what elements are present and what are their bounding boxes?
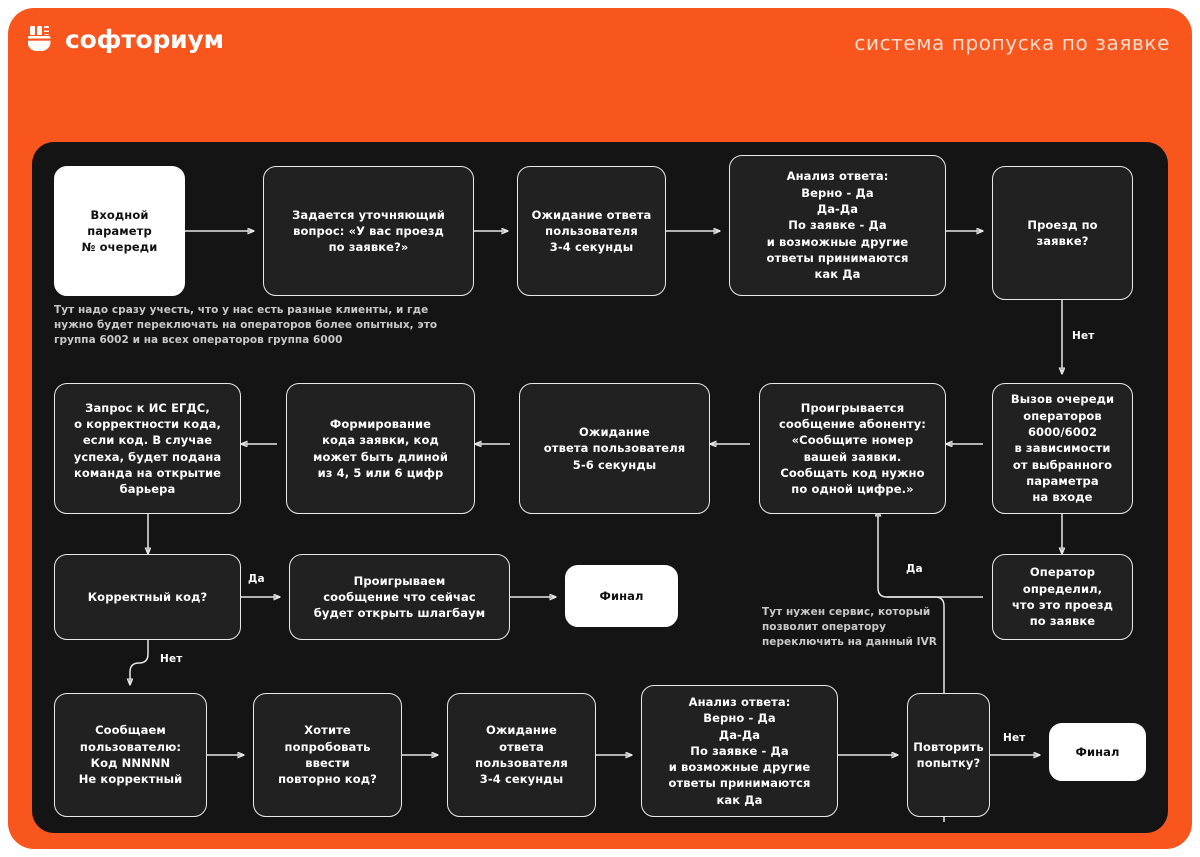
edge-label-yes-2: Да: [906, 563, 923, 575]
node-analyze-answer-1[interactable]: Анализ ответа: Верно - Да Да-Да По заявк…: [729, 155, 946, 296]
node-label: Задается уточняющий вопрос: «У вас проез…: [292, 207, 445, 255]
node-label: Проигрываем сообщение что сейчас будет о…: [313, 573, 486, 621]
flowchart-connectors: [32, 142, 1168, 822]
note-client-groups: Тут надо сразу учесть, что у нас есть ра…: [54, 304, 438, 346]
node-label: Финал: [599, 588, 644, 603]
node-play-barrier-message[interactable]: Проигрываем сообщение что сейчас будет о…: [289, 554, 510, 640]
note-operator-service: Тут нужен сервис, который позволит опера…: [762, 606, 937, 648]
flowchart-board: Входной параметр № очереди Задается уточ…: [32, 142, 1168, 833]
orange-sheet: софториум система пропуска по заявке: [8, 8, 1192, 849]
brand-name: софториум: [65, 25, 224, 54]
node-call-operator-queue[interactable]: Вызов очереди операторов 6000/6002 в зав…: [992, 383, 1133, 514]
node-inform-invalid-code[interactable]: Сообщаем пользователю: Код NNNNN Не корр…: [54, 693, 207, 817]
fist-icon: [27, 26, 54, 53]
node-play-message-request-number[interactable]: Проигрывается сообщение абоненту: «Сообщ…: [759, 383, 946, 514]
node-decision-retry-code[interactable]: Хотите попробовать ввести повторно код?: [253, 693, 402, 817]
edge-label-no-2: Нет: [160, 653, 183, 665]
page-title: система пропуска по заявке: [854, 31, 1170, 55]
node-final-success[interactable]: Финал: [565, 565, 678, 627]
node-label: Хотите попробовать ввести повторно код?: [278, 723, 377, 787]
node-ask-question[interactable]: Задается уточняющий вопрос: «У вас проез…: [263, 166, 474, 296]
node-analyze-answer-2[interactable]: Анализ ответа: Верно - Да Да-Да По заявк…: [641, 685, 838, 817]
edge-n14-n7: [878, 510, 983, 598]
brand-logo[interactable]: софториум: [27, 25, 224, 54]
node-label: Финал: [1075, 744, 1120, 759]
node-label: Повторить попытку?: [913, 739, 984, 770]
node-label: Анализ ответа: Верно - Да Да-Да По заявк…: [766, 169, 909, 282]
node-label: Ожидание ответа пользователя 3-4 секунды: [475, 723, 568, 787]
node-label: Сообщаем пользователю: Код NNNNN Не корр…: [78, 723, 183, 787]
node-label: Вызов очереди операторов 6000/6002 в зав…: [1010, 392, 1115, 505]
edge-label-no-1: Нет: [1072, 330, 1095, 342]
edge-label-yes-1: Да: [248, 573, 265, 585]
edge-n11-n15: [130, 640, 149, 685]
node-query-egds[interactable]: Запрос к ИС ЕГДС, о корректности кода, е…: [54, 383, 241, 514]
node-label: Запрос к ИС ЕГДС, о корректности кода, е…: [73, 400, 222, 497]
page-header: софториум система пропуска по заявке: [8, 8, 1192, 78]
edge-n19-n7: [887, 596, 945, 822]
node-label: Проигрывается сообщение абоненту: «Сообщ…: [778, 400, 926, 497]
node-label: Ожидание ответа пользователя 3-4 секунды: [531, 207, 652, 255]
node-label: Формирование кода заявки, код может быть…: [313, 416, 448, 480]
node-final-end[interactable]: Финал: [1049, 723, 1146, 781]
node-label: Оператор определил, что это проезд по за…: [1011, 565, 1114, 629]
node-wait-answer-2[interactable]: Ожидание ответа пользователя 5-6 секунды: [519, 383, 710, 514]
node-wait-answer-1[interactable]: Ожидание ответа пользователя 3-4 секунды: [517, 166, 666, 296]
node-form-request-code[interactable]: Формирование кода заявки, код может быть…: [286, 383, 475, 514]
node-decision-pass-by-request[interactable]: Проезд по заявке?: [992, 166, 1133, 300]
node-input-parameter[interactable]: Входной параметр № очереди: [54, 166, 185, 296]
node-label: Ожидание ответа пользователя 5-6 секунды: [543, 425, 686, 472]
node-label: Анализ ответа: Верно - Да Да-Да По заявк…: [668, 694, 811, 807]
node-decision-correct-code[interactable]: Корректный код?: [54, 554, 241, 640]
node-label: Проезд по заявке?: [1027, 217, 1098, 248]
node-label: Корректный код?: [87, 589, 208, 604]
edge-label-no-3: Нет: [1003, 732, 1026, 744]
node-decision-retry-attempt[interactable]: Повторить попытку?: [907, 693, 990, 817]
node-operator-confirmed[interactable]: Оператор определил, что это проезд по за…: [992, 554, 1133, 640]
node-label: Входной параметр № очереди: [81, 207, 158, 255]
node-wait-answer-3[interactable]: Ожидание ответа пользователя 3-4 секунды: [447, 693, 596, 817]
